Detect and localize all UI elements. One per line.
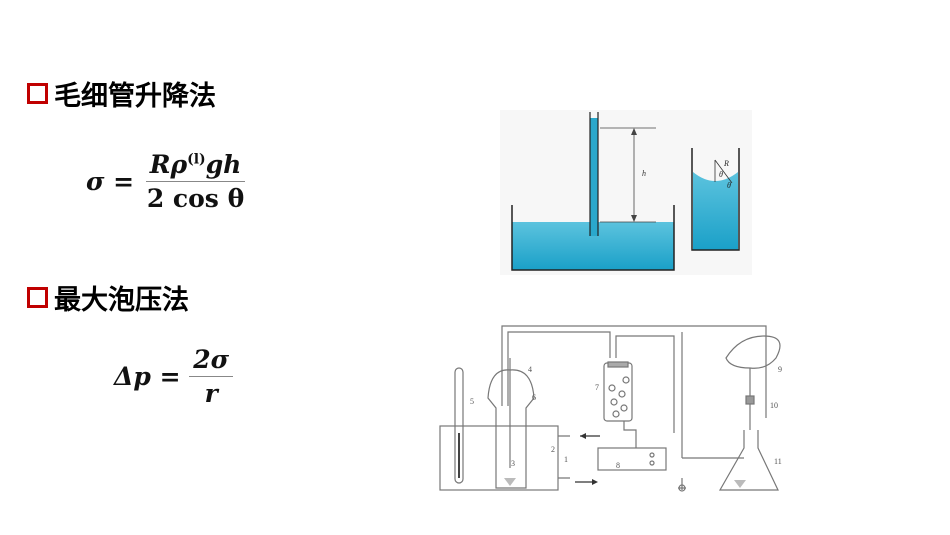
apparatus-label-9: 9: [778, 365, 782, 374]
section2-title: 最大泡压法: [54, 285, 189, 316]
square-bullet-icon: [27, 287, 48, 308]
bubble-pressure-apparatus: 1 2 3 4 5 6 7 8 9 10 11: [439, 325, 782, 492]
theta-label-1: θ: [719, 170, 723, 179]
formula2-numerator: 2σ: [189, 345, 234, 377]
formula1-numerator: Rρ(l)gh: [145, 150, 246, 182]
bubble-pressure-formula: Δp = 2σ r: [114, 345, 234, 408]
formula1-num-tail: gh: [205, 150, 242, 179]
apparatus-label-10: 10: [770, 401, 778, 410]
apparatus-label-11: 11: [774, 457, 782, 466]
apparatus-label-2: 2: [551, 445, 555, 454]
capillary-rise-figure: h R θ θ: [500, 110, 752, 275]
apparatus-label-8: 8: [616, 461, 620, 470]
formula2-fraction: 2σ r: [189, 345, 234, 408]
R-label: R: [723, 159, 729, 168]
formula2-denominator: r: [204, 379, 218, 408]
apparatus-label-3: 3: [511, 459, 515, 468]
h-label: h: [642, 169, 646, 178]
formula1-denominator: 2 cos θ: [146, 184, 245, 213]
formula2-lhs: Δp =: [114, 362, 181, 391]
theta-label-2: θ: [727, 181, 731, 190]
apparatus-label-6: 6: [532, 393, 536, 402]
formula1-lhs: σ =: [86, 167, 135, 196]
formula1-fraction: Rρ(l)gh 2 cos θ: [143, 150, 248, 213]
section1-heading: 毛细管升降法: [27, 74, 216, 113]
formula1-num-sup: (l): [187, 151, 206, 168]
apparatus-label-5: 5: [470, 397, 474, 406]
section2-heading: 最大泡压法: [27, 278, 189, 317]
apparatus-label-1: 1: [564, 455, 568, 464]
apparatus-label-4: 4: [528, 365, 532, 374]
capillary-formula: σ = Rρ(l)gh 2 cos θ: [86, 150, 248, 213]
square-bullet-icon: [27, 83, 48, 104]
formula1-num-main: Rρ: [149, 150, 188, 179]
section1-title: 毛细管升降法: [54, 81, 216, 112]
apparatus-label-7: 7: [595, 383, 599, 392]
